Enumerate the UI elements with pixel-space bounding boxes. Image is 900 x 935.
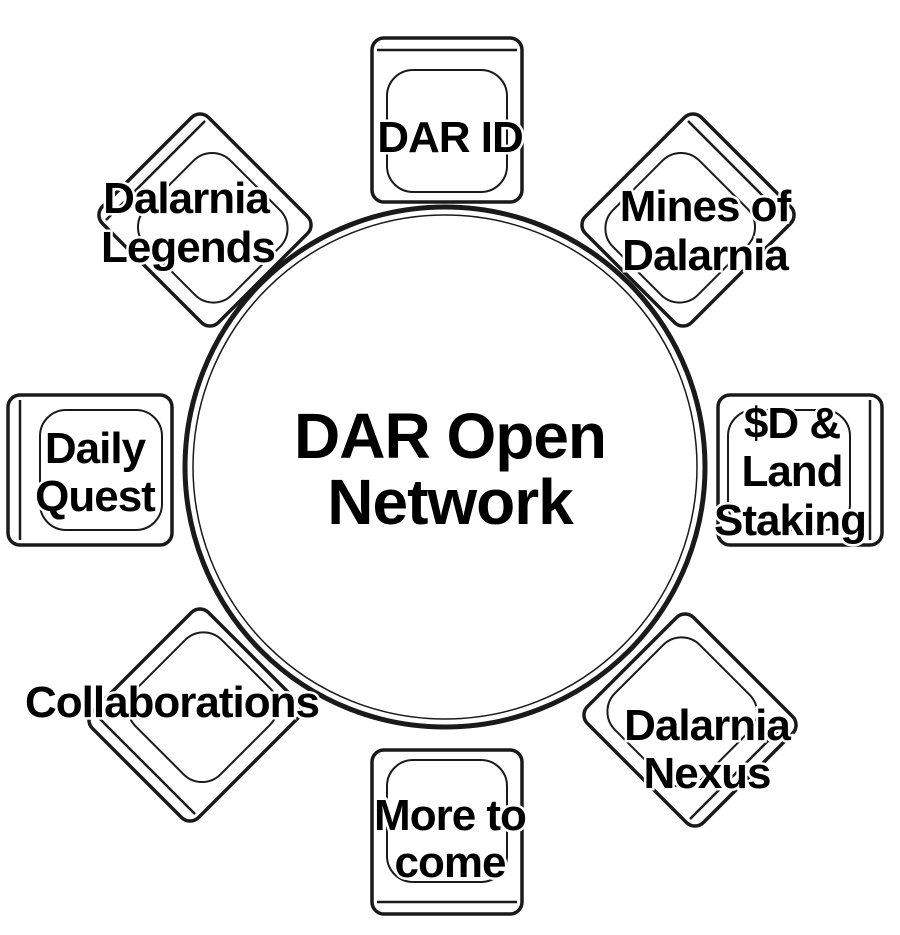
chair-top-left xyxy=(97,112,313,328)
seat-label-staking-2: Land xyxy=(741,447,842,496)
seat-label-dalarnia-legends-1: Dalarnia xyxy=(103,174,270,223)
chair-top xyxy=(370,36,524,204)
chair-left xyxy=(6,393,174,547)
seat-label-daily-quest-1: Daily xyxy=(45,424,147,473)
seat-label-dalarnia-nexus-2: Nexus xyxy=(643,749,770,798)
seat-label-mines-of-dalarnia-1: Mines of xyxy=(620,182,792,231)
seat-label-mines-of-dalarnia-2: Dalarnia xyxy=(622,231,789,280)
seat-label-daily-quest-2: Quest xyxy=(35,472,156,521)
chair-bottom xyxy=(370,748,524,916)
center-title-line-1: DAR Open xyxy=(294,400,606,472)
chair-right xyxy=(716,393,884,547)
center-title-line-2: Network xyxy=(327,466,574,538)
seat-label-more-to-come-1: More to xyxy=(374,791,526,840)
seat-label-dar-id: DAR ID xyxy=(377,113,523,162)
seat-label-staking-3: Staking xyxy=(714,496,866,545)
seat-label-collaborations: Collaborations xyxy=(25,678,319,727)
chair-top-right xyxy=(580,112,796,328)
seat-label-dalarnia-legends-2: Legends xyxy=(101,223,275,272)
round-table xyxy=(182,204,708,730)
seat-label-staking-1: $D & xyxy=(744,399,840,448)
chair-bottom-right xyxy=(582,612,798,828)
seat-label-dalarnia-nexus-1: Dalarnia xyxy=(624,701,791,750)
seat-label-more-to-come-2: come xyxy=(395,838,506,887)
chair-bottom-left xyxy=(87,607,303,823)
